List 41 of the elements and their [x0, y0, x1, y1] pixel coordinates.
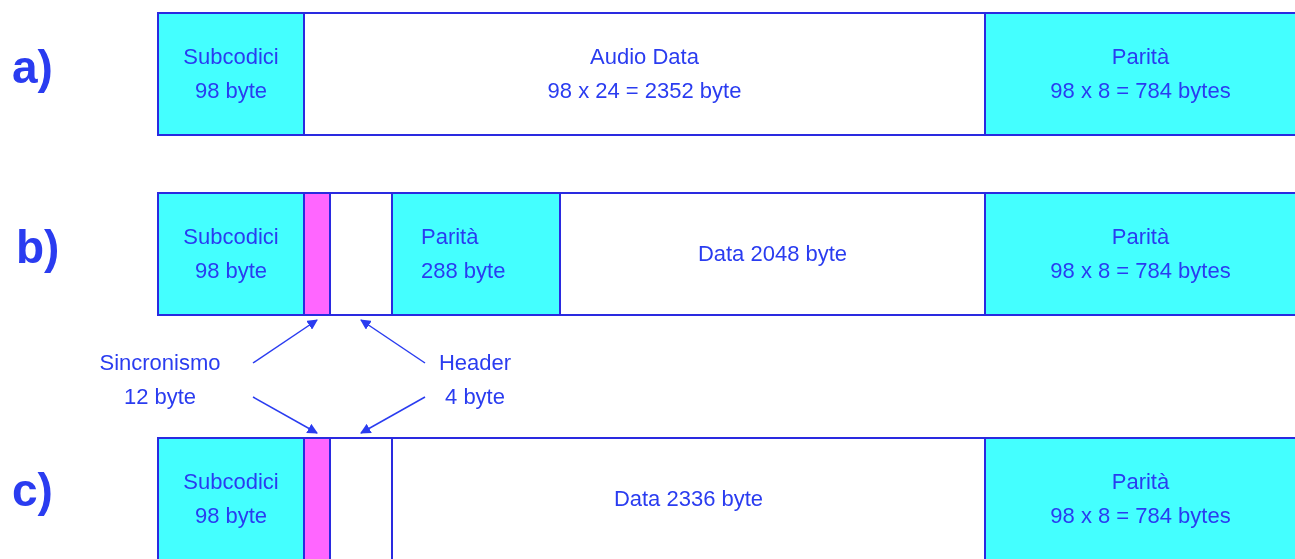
field-title: Parità	[1111, 223, 1170, 251]
callout-value: 12 byte	[123, 383, 197, 411]
sector-field	[984, 12, 1295, 136]
sector-field	[157, 192, 305, 316]
field-value: Data 2048 byte	[697, 240, 848, 268]
field-value: 288 byte	[421, 257, 506, 285]
field-value: 98 x 8 = 784 bytes	[1050, 77, 1231, 105]
sector-field	[559, 192, 986, 316]
field-title: Parità	[1111, 468, 1170, 496]
field-title: Subcodici	[183, 468, 279, 496]
field-value: Data 2336 byte	[613, 485, 764, 513]
row-letter: a)	[12, 40, 53, 94]
sector-field	[984, 437, 1295, 559]
leader-arrow	[252, 319, 318, 364]
narrow-field	[303, 437, 331, 559]
sector-field	[984, 192, 1295, 316]
field-value: 98 byte	[194, 77, 268, 105]
row-letter: b)	[16, 220, 60, 274]
field-title: Parità	[1111, 43, 1170, 71]
field-title: Subcodici	[183, 43, 279, 71]
field-value: 98 byte	[194, 257, 268, 285]
leader-arrow	[360, 396, 426, 434]
field-value: 98 byte	[194, 502, 268, 530]
sector-field	[157, 12, 305, 136]
callout-value: 4 byte	[445, 383, 505, 411]
narrow-field	[303, 192, 331, 316]
sector-field	[391, 192, 561, 316]
callout-label: Header	[438, 349, 512, 377]
field-title: Audio Data	[590, 43, 699, 71]
row-letter: c)	[12, 463, 53, 517]
sector-field	[157, 437, 305, 559]
field-value: 98 x 8 = 784 bytes	[1050, 502, 1231, 530]
sector-field	[303, 12, 986, 136]
field-value: 98 x 8 = 784 bytes	[1050, 257, 1231, 285]
field-value: 98 x 24 = 2352 byte	[547, 77, 742, 105]
leader-arrow	[360, 319, 426, 364]
field-title: Parità	[421, 223, 479, 251]
leader-arrow	[252, 396, 318, 434]
field-title: Subcodici	[183, 223, 279, 251]
empty-field	[329, 192, 393, 316]
callout-label: Sincronismo	[99, 349, 221, 377]
